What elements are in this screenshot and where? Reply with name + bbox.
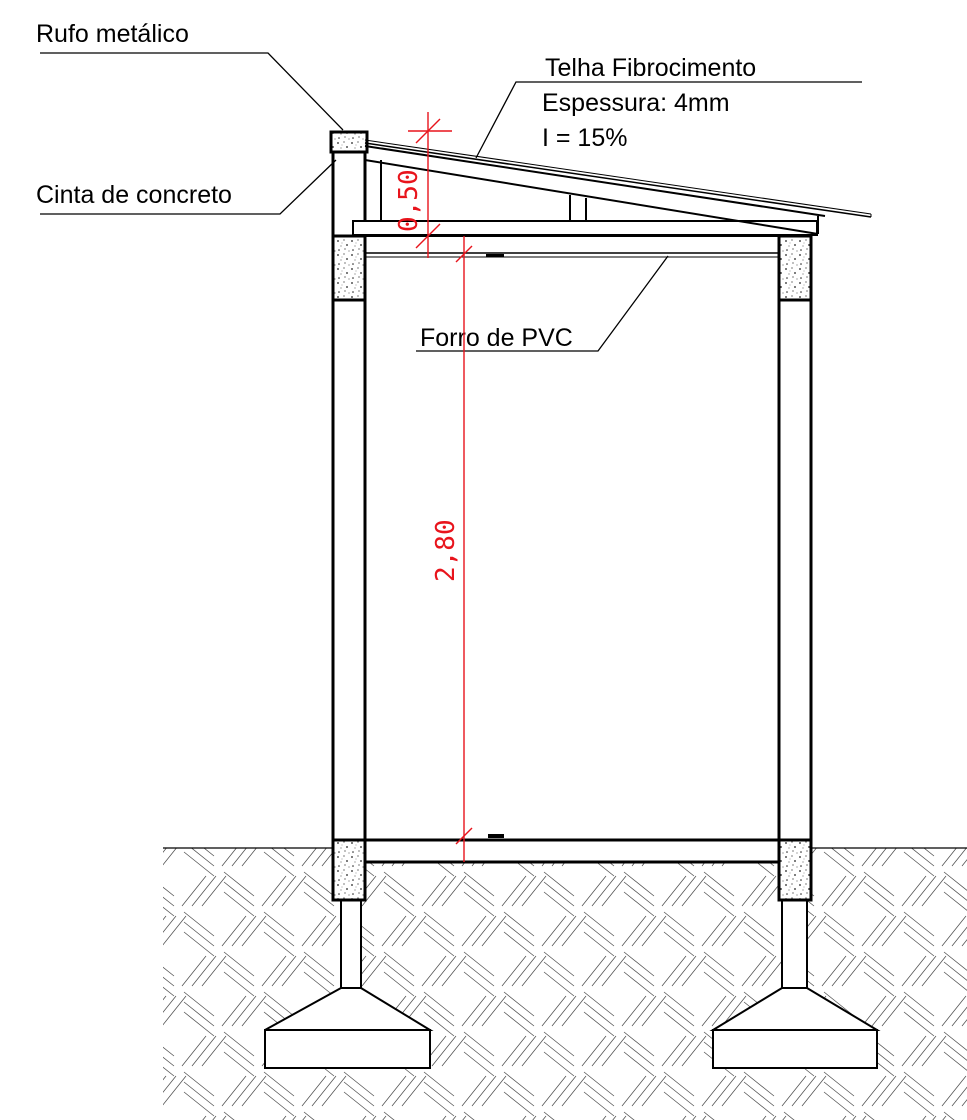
label-telha-espessura: Espessura: 4mm — [542, 89, 730, 117]
dim-roof-tick-bottom — [415, 223, 441, 249]
dim-ceiling-tick-bottom — [455, 827, 473, 845]
soil-hatch-strokes — [163, 848, 967, 1120]
cinta-concreto-base-right — [777, 838, 813, 902]
cinta-concreto-top-left — [331, 234, 367, 302]
pvc-ceiling — [365, 235, 779, 258]
dim-roof-tick-top — [415, 118, 441, 144]
leader-rufo — [40, 52, 344, 131]
label-telha-fibrocimento: Telha Fibrocimento — [545, 54, 756, 82]
dim-ceiling-tick-top — [455, 245, 473, 263]
rufo-cap — [329, 130, 369, 154]
dim-label-ceiling-height: 2,80 — [431, 519, 461, 582]
cinta-concreto-base-left — [331, 838, 367, 902]
leader-forro — [416, 255, 669, 352]
dimension-lines — [408, 112, 473, 862]
leader-lines — [40, 52, 862, 352]
leader-telha — [475, 81, 862, 159]
roof-structure — [352, 139, 872, 236]
footing-right — [709, 899, 881, 1069]
cinta-concreto-top-right — [777, 234, 813, 302]
dim-label-roof-height: 0,50 — [394, 169, 424, 232]
wall-right — [777, 234, 813, 902]
footing-left — [264, 899, 434, 1069]
label-forro-pvc: Forro de PVC — [420, 324, 573, 352]
label-rufo-metalico: Rufo metálico — [36, 20, 189, 48]
label-cinta-concreto: Cinta de concreto — [36, 181, 232, 209]
leader-cinta — [40, 159, 337, 215]
soil-hatch — [163, 848, 967, 1120]
floor-slab — [363, 834, 781, 864]
label-telha-inclinacao: I = 15% — [542, 124, 627, 152]
